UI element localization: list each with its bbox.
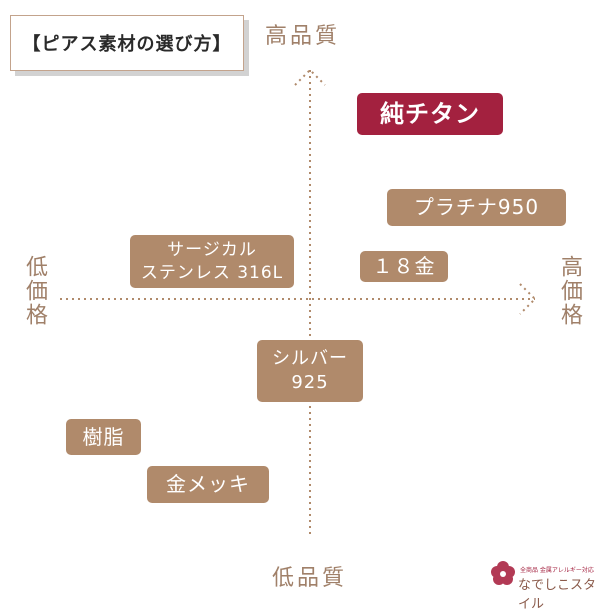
item-18k-gold: １８金 bbox=[360, 251, 448, 282]
item-silver-925: シルバー 925 bbox=[257, 340, 363, 402]
item-resin: 樹脂 bbox=[66, 419, 141, 455]
axis-label-low-quality: 低品質 bbox=[272, 566, 348, 591]
top-arrowhead bbox=[294, 68, 326, 86]
axis-label-high-quality: 高品質 bbox=[265, 24, 341, 49]
item-platinum-950: プラチナ950 bbox=[387, 189, 566, 226]
item-surgical-stainless: サージカル ステンレス 316L bbox=[130, 235, 294, 288]
item-label-line2: ステンレス 316L bbox=[140, 262, 284, 283]
item-label-line1: シルバー bbox=[272, 347, 348, 369]
right-arrowhead bbox=[519, 283, 537, 315]
flower-icon bbox=[490, 560, 516, 586]
logo-name: なでしこスタイル bbox=[518, 578, 597, 612]
page-title: 【ピアス素材の選び方】 bbox=[10, 15, 244, 71]
axis-label-low-price: 低価格 bbox=[22, 255, 47, 327]
item-gold-plating: 金メッキ bbox=[147, 466, 269, 503]
logo-tagline: 全商品 金属アレルギー対応 bbox=[520, 567, 594, 574]
item-label-line1: サージカル bbox=[167, 239, 257, 260]
item-label-line2: 925 bbox=[291, 372, 329, 393]
item-pure-titanium: 純チタン bbox=[357, 93, 503, 135]
axis-label-high-price: 高価格 bbox=[557, 255, 582, 327]
